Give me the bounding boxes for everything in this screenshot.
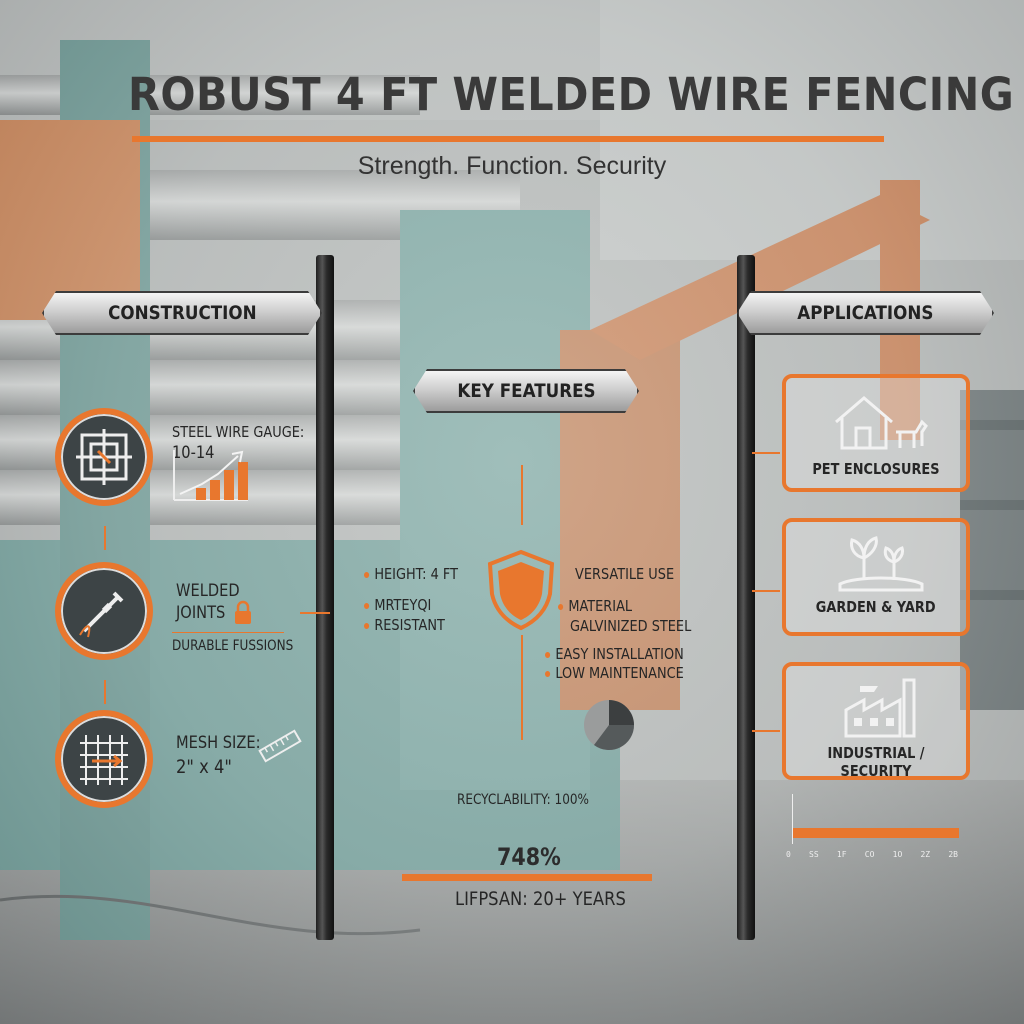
welded-joints-badge [55,562,153,660]
feature-height: HEIGHT: 4 FT [364,565,458,583]
factory-icon [844,678,916,738]
bullet-dot [364,602,370,609]
sign-construction: CONSTRUCTION [42,291,322,335]
feature-height-text: HEIGHT: 4 FT [374,565,458,583]
sign-key-features: KEY FEATURES [413,369,639,413]
lifespan-bar [402,874,652,881]
fence-post-left [316,255,334,940]
pie-chart-icon [584,700,634,750]
feature-material-right: MATERIAL [558,597,632,615]
mini-axis-ticks: 0 SS 1F CO 1O 2Z 2B [786,850,958,859]
mini-bar [793,828,959,838]
feature-connector-up [521,465,523,525]
mini-tick: 1F [836,850,847,859]
feature-connector-down [521,635,523,740]
app-label-garden-text: GARDEN & YARD [816,598,936,616]
app-card-industrial-security: INDUSTRIAL / SECURITY [782,662,970,780]
padlock-icon [235,600,251,624]
gauge-label: STEEL WIRE GAUGE: [172,423,305,441]
bullet-dot [545,651,551,658]
shield-icon [487,549,555,631]
feature-low-maintenance: LOW MAINTENANCE [545,664,684,682]
app-label-garden: GARDEN & YARD [786,598,966,616]
page-title: ROBUST 4 FT WELDED WIRE FENCING [128,68,1015,121]
mesh-size-badge [55,710,153,808]
app-label-industrial: INDUSTRIAL / SECURITY [786,744,966,780]
feature-resistant-text: RESISTANT [374,616,445,634]
welding-torch-icon [79,591,124,638]
app-connector [752,590,780,592]
app-label-pet: PET ENCLOSURES [786,460,966,478]
feature-low-maintenance-text: LOW MAINTENANCE [555,664,684,682]
growth-bars-icon [173,450,248,501]
welded-divider [172,632,284,633]
welded-label-line2: JOINTS [176,603,226,623]
ruler-icon [258,729,302,763]
feature-galvanized: GALVINIZED STEEL [570,617,692,635]
recyclability-stat: RECYCLABILITY: 100% [457,792,589,808]
mini-tick: 0 [786,850,791,859]
mini-tick: 2B [948,850,958,859]
feature-easy-install-text: EASY INSTALLATION [555,645,684,663]
app-card-pet-enclosures: PET ENCLOSURES [782,374,970,492]
bullet-dot [558,603,564,610]
wire-gauge-badge [55,408,153,506]
feature-resistant: RESISTANT [364,616,445,634]
app-label-industrial-text: INDUSTRIAL / SECURITY [827,744,925,780]
mesh-value: 2" x 4" [176,756,232,778]
feature-material-left-text: MRTEYQI [374,596,432,614]
mini-tick: SS [809,850,819,859]
sign-construction-label: CONSTRUCTION [107,302,257,324]
app-connector [752,452,780,454]
big-percent-stat: 748% [497,843,561,871]
feature-easy-install: EASY INSTALLATION [545,645,684,663]
sprout-icon [838,536,924,592]
mesh-label: MESH SIZE: [176,733,261,753]
lifespan-stat: LIFPSAN: 20+ YEARS [455,888,626,910]
app-label-pet-text: PET ENCLOSURES [812,460,940,478]
app-card-garden-yard: GARDEN & YARD [782,518,970,636]
mesh-grid-icon [80,735,128,785]
wire-grid-icon [76,429,132,485]
app-connector [752,730,780,732]
flow-arrow [104,680,106,704]
sign-key-features-label: KEY FEATURES [456,380,596,402]
page-subtitle: Strength. Function. Security [357,152,667,180]
flow-arrow [104,526,106,550]
welded-label-line1: WELDED [176,581,240,601]
feature-versatile: VERSATILE USE [575,565,675,583]
bullet-dot [364,622,370,629]
fence-post-right [737,255,755,940]
feature-connector-left [300,612,330,614]
sign-applications: APPLICATIONS [737,291,994,335]
bullet-dot [364,571,370,578]
mini-tick: 2Z [920,850,931,859]
feature-material-left: MRTEYQI [364,596,431,614]
welded-caption: DURABLE FUSSIONS [172,638,294,654]
sign-applications-label: APPLICATIONS [797,302,934,324]
title-underline [132,136,884,142]
bullet-dot [545,670,551,677]
mini-tick: CO [864,850,875,859]
gauge-value: 10-14 [172,443,215,463]
house-dog-icon [835,396,928,450]
feature-material-right-text: MATERIAL [568,597,633,615]
mini-tick: 1O [892,850,903,859]
mini-axis-line [792,794,793,844]
